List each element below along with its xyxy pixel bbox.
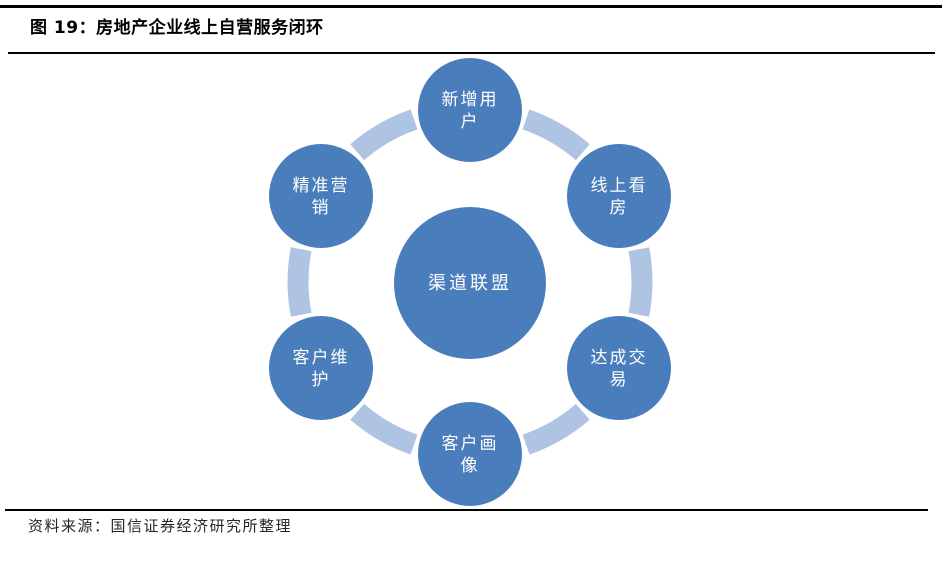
node-circle-precision-marketing bbox=[269, 144, 373, 248]
ring-connector-arc bbox=[628, 247, 653, 317]
ring-connector-arc bbox=[522, 403, 590, 455]
node-label-customer-profile: 客户画像 bbox=[442, 434, 499, 476]
figure-source: 资料来源：国信证券经济研究所整理 bbox=[28, 517, 293, 535]
node-label-online-house-viewing: 线上看房 bbox=[591, 176, 648, 218]
top-rule bbox=[0, 5, 942, 8]
source-divider-rule bbox=[5, 509, 928, 511]
node-label-new-users: 新增用户 bbox=[442, 90, 499, 132]
node-circle-customer-maintenance bbox=[269, 316, 373, 420]
center-circle-channel-alliance bbox=[394, 207, 546, 359]
ring-connector-arc bbox=[350, 403, 418, 455]
ring-connector-arc bbox=[287, 247, 312, 317]
node-circle-new-users bbox=[418, 58, 522, 162]
center-label-channel-alliance: 渠道联盟 bbox=[428, 273, 512, 294]
node-circle-deal-closed bbox=[567, 316, 671, 420]
ring-connector-arc bbox=[350, 109, 418, 161]
title-divider-rule bbox=[8, 52, 935, 54]
figure-title: 图 19：房地产企业线上自营服务闭环 bbox=[30, 18, 324, 38]
ring-connector-arc bbox=[522, 109, 590, 161]
node-circle-online-house-viewing bbox=[567, 144, 671, 248]
node-circle-customer-profile bbox=[418, 402, 522, 506]
node-label-deal-closed: 达成交易 bbox=[591, 348, 648, 390]
node-label-precision-marketing: 精准营销 bbox=[293, 176, 350, 218]
node-label-customer-maintenance: 客户维护 bbox=[293, 348, 350, 390]
